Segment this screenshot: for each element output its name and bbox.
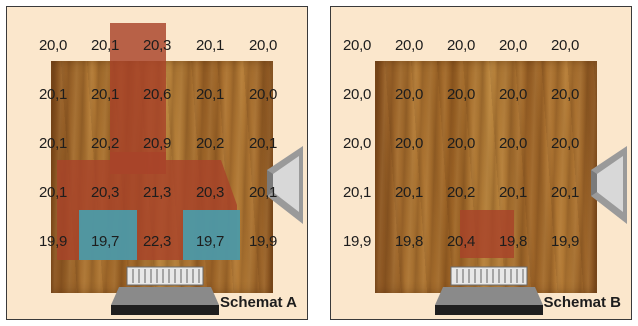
temperature-value: 20,1 bbox=[91, 86, 119, 103]
temperature-value: 19,8 bbox=[499, 233, 527, 250]
cool-zone bbox=[183, 210, 240, 260]
temperature-value: 20,0 bbox=[499, 86, 527, 103]
temperature-value: 20,0 bbox=[499, 135, 527, 152]
window-icon bbox=[267, 146, 303, 224]
temperature-value: 19,9 bbox=[551, 233, 579, 250]
window-icon bbox=[591, 146, 627, 224]
temperature-value: 20,1 bbox=[551, 184, 579, 201]
temperature-value: 20,0 bbox=[343, 135, 371, 152]
temperature-value: 19,7 bbox=[196, 233, 224, 250]
panel-label: Schemat B bbox=[543, 294, 621, 311]
temperature-value: 20,2 bbox=[91, 135, 119, 152]
temperature-value: 20,1 bbox=[39, 135, 67, 152]
temperature-value: 19,9 bbox=[343, 233, 371, 250]
temperature-value: 21,3 bbox=[143, 184, 171, 201]
temperature-value: 20,0 bbox=[395, 86, 423, 103]
temperature-value: 20,1 bbox=[343, 184, 371, 201]
temperature-value: 20,1 bbox=[196, 37, 224, 54]
temperature-value: 20,0 bbox=[249, 37, 277, 54]
temperature-value: 20,2 bbox=[196, 135, 224, 152]
temperature-value: 20,0 bbox=[447, 37, 475, 54]
panel-schemat-b: 20,0 20,0 20,0 20,0 20,0 20,0 20,0 20,0 … bbox=[330, 6, 632, 320]
temperature-value: 20,0 bbox=[343, 86, 371, 103]
warm-zone bbox=[460, 210, 514, 258]
cool-zone bbox=[79, 210, 137, 260]
temperature-value: 20,1 bbox=[196, 86, 224, 103]
temperature-value: 20,0 bbox=[447, 135, 475, 152]
temperature-value: 20,0 bbox=[395, 135, 423, 152]
temperature-value: 20,1 bbox=[91, 37, 119, 54]
temperature-value: 20,0 bbox=[551, 37, 579, 54]
temperature-value: 20,1 bbox=[395, 184, 423, 201]
temperature-value: 19,9 bbox=[39, 233, 67, 250]
temperature-value: 20,4 bbox=[447, 233, 475, 250]
temperature-value: 19,9 bbox=[249, 233, 277, 250]
temperature-value: 20,1 bbox=[499, 184, 527, 201]
temperature-value: 22,3 bbox=[143, 233, 171, 250]
temperature-value: 20,0 bbox=[39, 37, 67, 54]
panel-schemat-a: 20,0 20,1 20,3 20,1 20,0 20,1 20,1 20,6 … bbox=[6, 6, 308, 320]
temperature-value: 20,0 bbox=[551, 86, 579, 103]
radiator-icon bbox=[111, 266, 219, 315]
temperature-value: 20,0 bbox=[551, 135, 579, 152]
warm-zone bbox=[110, 23, 166, 174]
temperature-value: 20,0 bbox=[499, 37, 527, 54]
temperature-value: 20,0 bbox=[395, 37, 423, 54]
temperature-value: 20,1 bbox=[39, 184, 67, 201]
temperature-value: 20,6 bbox=[143, 86, 171, 103]
temperature-value: 20,3 bbox=[91, 184, 119, 201]
temperature-value: 20,1 bbox=[249, 184, 277, 201]
temperature-value: 20,2 bbox=[447, 184, 475, 201]
temperature-value: 19,7 bbox=[91, 233, 119, 250]
heat-zone-overlay bbox=[57, 23, 240, 260]
temperature-value: 20,9 bbox=[143, 135, 171, 152]
temperature-value: 20,0 bbox=[343, 37, 371, 54]
heat-zone-overlay bbox=[460, 210, 514, 258]
temperature-value: 20,3 bbox=[196, 184, 224, 201]
panel-label: Schemat A bbox=[220, 294, 297, 311]
temperature-value: 19,8 bbox=[395, 233, 423, 250]
temperature-value: 20,3 bbox=[143, 37, 171, 54]
temperature-value: 20,1 bbox=[249, 135, 277, 152]
temperature-value: 20,1 bbox=[39, 86, 67, 103]
temperature-value: 20,0 bbox=[249, 86, 277, 103]
temperature-value: 20,0 bbox=[447, 86, 475, 103]
radiator-icon bbox=[435, 266, 543, 315]
